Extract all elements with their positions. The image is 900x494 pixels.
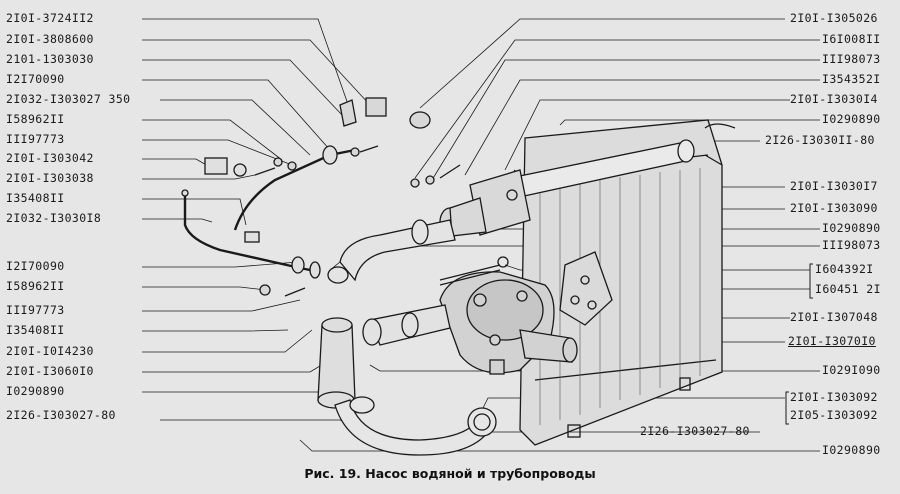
- left-label-17: 2I0I-I3060I0: [6, 364, 94, 378]
- heater-tubes: [183, 148, 356, 274]
- left-label-7: III97773: [6, 132, 65, 146]
- left-label-19: 2I26-I303027-80: [6, 408, 116, 422]
- right-label-9: 2I0I-I303090: [790, 201, 878, 215]
- right-label-2: I6I008II: [822, 32, 881, 46]
- right-label-17: 2I0I-I303092: [790, 390, 878, 404]
- left-label-2: 2I0I-3808600: [6, 32, 94, 46]
- left-label-9: 2I0I-I303038: [6, 171, 94, 185]
- stud-bolt: [439, 256, 509, 286]
- left-label-15: I35408II: [6, 323, 65, 337]
- left-label-4: I2I70090: [6, 72, 65, 86]
- stand-pipe: [317, 317, 356, 409]
- pump-gasket: [559, 251, 613, 326]
- left-label-5: 2I032-I303027 350: [6, 92, 131, 106]
- right-label-10: I0290890: [822, 221, 881, 235]
- heater-tube-fittings: [181, 145, 338, 279]
- right-label-6: I0290890: [822, 112, 881, 126]
- left-label-18: I0290890: [6, 384, 65, 398]
- right-label-14: 2I0I-I307048: [790, 310, 878, 324]
- lower-hose: [334, 396, 497, 456]
- right-brackets: [785, 263, 813, 425]
- right-label-4: I354352I: [822, 72, 881, 86]
- pump-inlet-pipe: [362, 304, 451, 346]
- left-label-12: I2I70090: [6, 259, 65, 273]
- right-label-8: 2I0I-I3030I7: [790, 179, 878, 193]
- figure-caption: Рис. 19. Насос водяной и трубопроводы: [304, 466, 596, 481]
- left-label-11: 2I032-I3030I8: [6, 211, 102, 225]
- right-label-1: 2I0I-I305026: [790, 11, 878, 25]
- right-label-7: 2I26-I3030II-80: [765, 133, 875, 147]
- left-label-14: III97773: [6, 303, 65, 317]
- right-label-20: I0290890: [822, 443, 881, 457]
- left-label-8: 2I0I-I303042: [6, 151, 94, 165]
- right-label-3: III98073: [822, 52, 881, 66]
- small-hardware: [254, 97, 461, 297]
- right-label-11: III98073: [822, 238, 881, 252]
- right-label-16: I029I090: [822, 363, 881, 377]
- right-label-18: 2I05-I303092: [790, 408, 878, 422]
- right-label-19: 2I26-I303027-80: [640, 424, 750, 438]
- water-pump: [439, 271, 578, 375]
- left-label-16: 2I0I-I0I4230: [6, 344, 94, 358]
- thermostat-housing: [439, 169, 531, 237]
- right-label-12: I604392I: [815, 262, 874, 276]
- left-label-1: 2I0I-3724II2: [6, 11, 94, 25]
- right-label-5: 2I0I-I3030I4: [790, 92, 878, 106]
- left-label-13: I58962II: [6, 279, 65, 293]
- left-label-10: I35408II: [6, 191, 65, 205]
- radiator: [519, 119, 736, 446]
- left-label-6: I58962II: [6, 112, 65, 126]
- right-label-15: 2I0I-I3070I0: [788, 334, 876, 348]
- bypass-pipe: [327, 219, 456, 284]
- right-label-13: I60451 2I: [815, 282, 881, 296]
- left-label-3: 2101-1303030: [6, 52, 94, 66]
